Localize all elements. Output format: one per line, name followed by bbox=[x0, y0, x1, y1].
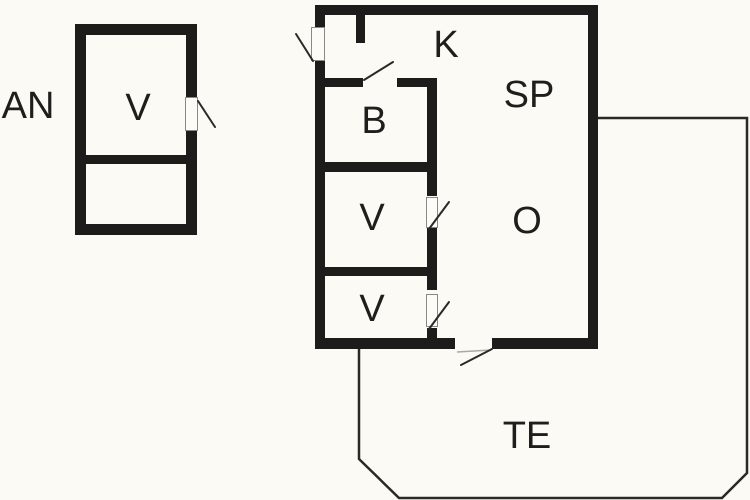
annexe-door-swing-line bbox=[197, 100, 216, 128]
annexe-wall-top bbox=[75, 24, 197, 35]
annexe-wall-left bbox=[75, 24, 86, 235]
bathroom-label: B bbox=[361, 100, 387, 142]
main-wall-bottom-right-segment bbox=[492, 338, 598, 349]
terrace-door-swing-line bbox=[460, 348, 493, 366]
annexe-door-icon bbox=[185, 97, 198, 131]
main-wall-top bbox=[315, 5, 598, 15]
bathroom-top-wall-left-segment bbox=[325, 78, 363, 87]
bedrooms-divider-wall bbox=[325, 267, 437, 276]
main-wall-left bbox=[315, 15, 325, 338]
inner-right-wall-segment-3 bbox=[427, 328, 437, 338]
terrace-door-leaf-line bbox=[456, 349, 492, 353]
kitchen-label: K bbox=[433, 24, 459, 66]
terrace-label: TE bbox=[502, 415, 552, 457]
main-wall-bottom-left-segment bbox=[315, 338, 455, 349]
bedroom-lower-label: V bbox=[359, 288, 385, 330]
sp-room-label: SP bbox=[503, 74, 555, 116]
annexe-wall-bottom bbox=[75, 224, 197, 235]
bedroom-upper-label: V bbox=[359, 197, 385, 239]
bedroom-lower-door-icon bbox=[426, 294, 438, 327]
inner-right-wall-segment-1 bbox=[427, 78, 437, 196]
bathroom-bottom-wall bbox=[325, 162, 437, 172]
main-entry-door-icon bbox=[311, 27, 325, 61]
annexe-room-label: V bbox=[125, 87, 151, 129]
annexe-divider-wall bbox=[86, 155, 186, 164]
bedroom-upper-door-icon bbox=[426, 197, 438, 228]
living-room-label: O bbox=[512, 200, 542, 242]
inner-right-wall-segment-2 bbox=[427, 228, 437, 290]
entry-stub-wall bbox=[356, 15, 365, 43]
annexe-label: AN bbox=[1, 85, 55, 127]
bathroom-top-wall-right-segment bbox=[397, 78, 437, 87]
main-wall-right bbox=[588, 15, 598, 338]
bathroom-door-swing-line bbox=[363, 61, 394, 81]
terrace-outline bbox=[357, 116, 749, 500]
